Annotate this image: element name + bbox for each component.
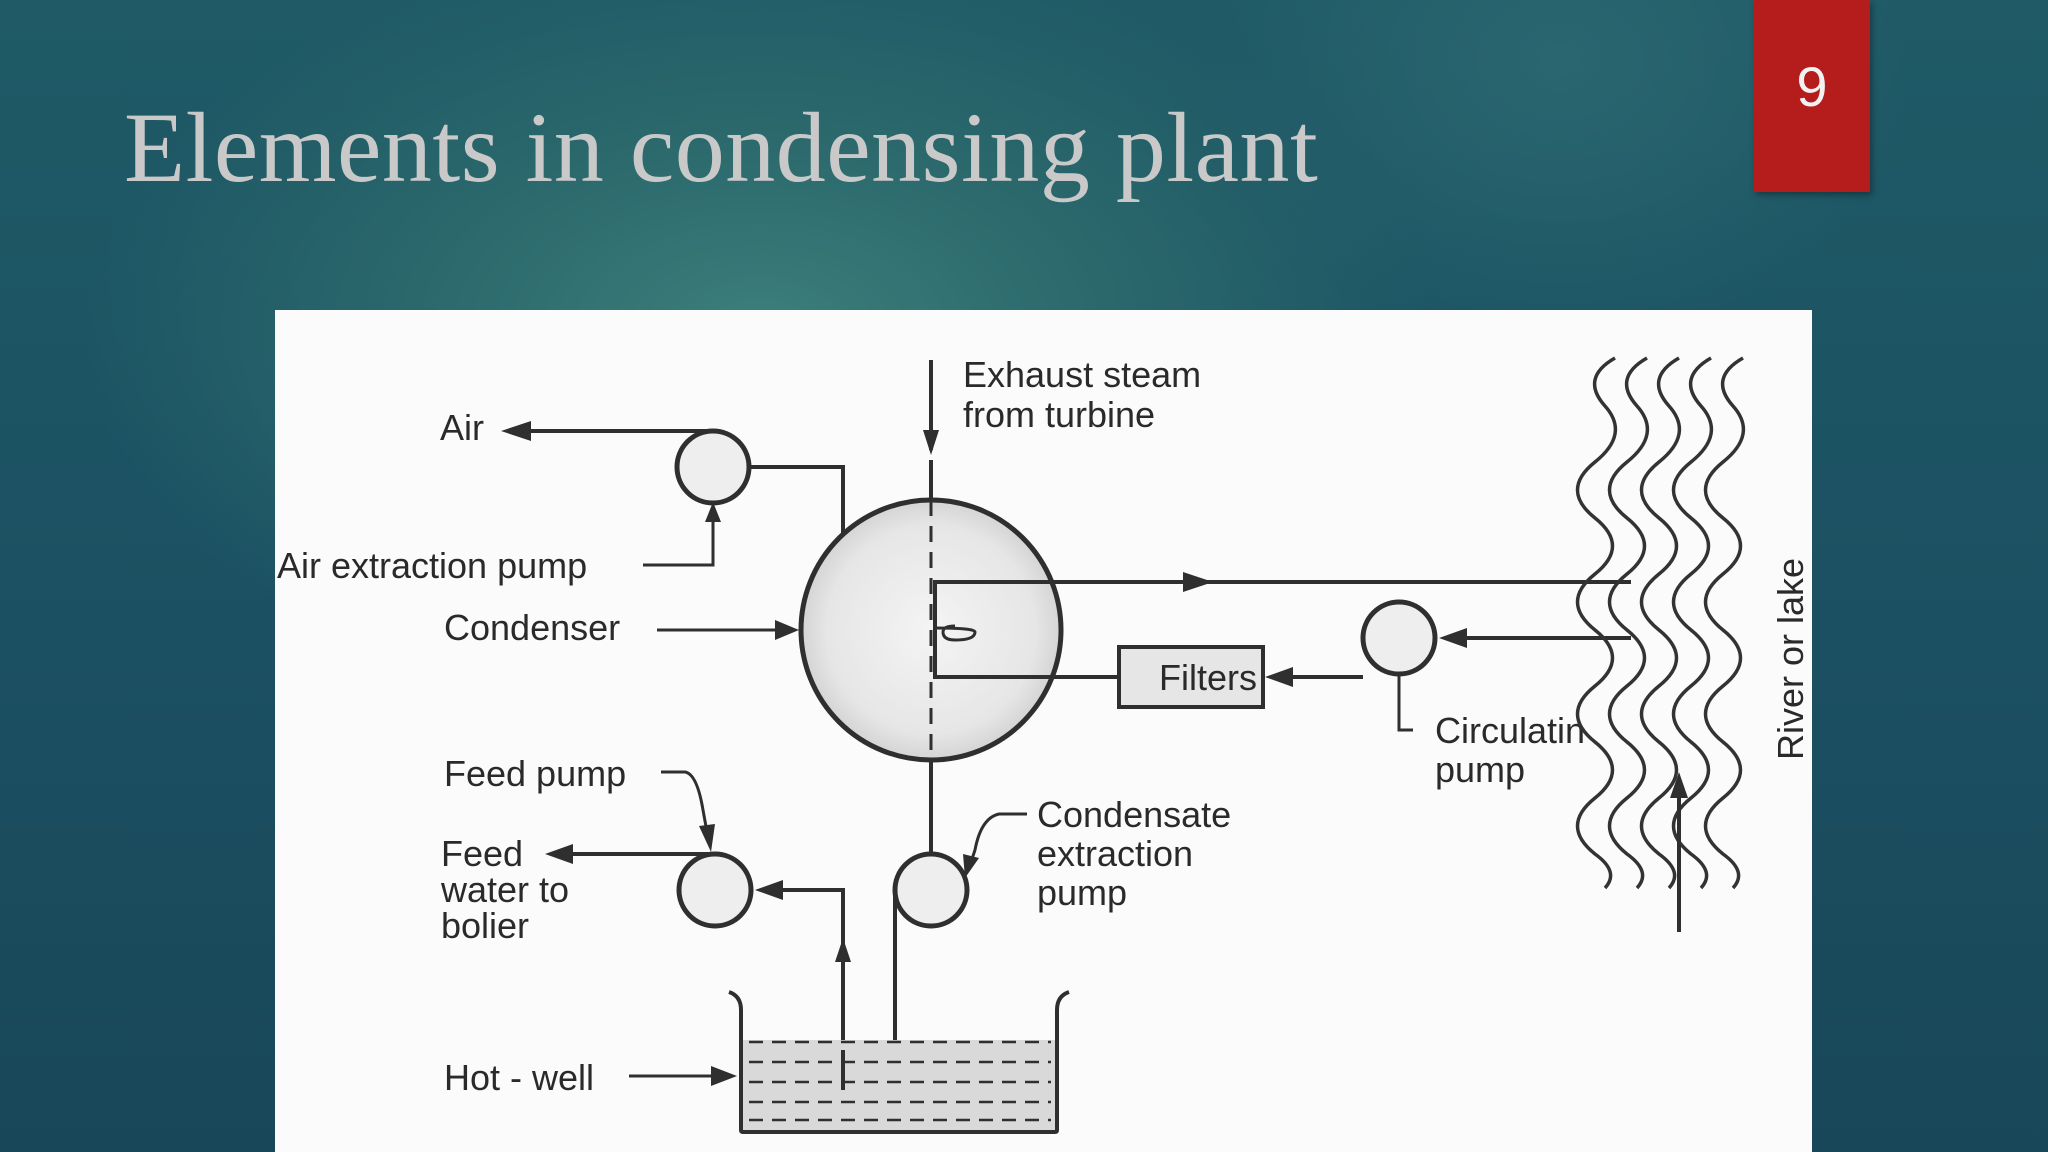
slide-title: Elements in condensing plant: [124, 92, 1319, 203]
feed-pump-label: Feed pump: [444, 753, 626, 794]
feed-water-label-3: bolier: [441, 905, 529, 946]
condenser-label: Condenser: [444, 607, 620, 648]
air-extraction-pump: Air Air extraction pump: [277, 407, 845, 595]
hot-well-label: Hot - well: [444, 1057, 594, 1098]
feed-pump: Feed pump Feed water to bolier: [440, 753, 851, 1088]
condensate-label-1: Condensate: [1037, 794, 1231, 835]
exhaust-steam-label-1: Exhaust steam: [963, 354, 1201, 395]
hot-well: Hot - well: [444, 990, 1070, 1134]
air-label: Air: [440, 407, 484, 448]
circulating-pump: Circulatin pump: [1265, 599, 1631, 790]
filters-label: Filters: [1159, 657, 1257, 698]
river-or-lake-label: River or lake: [1770, 558, 1811, 760]
exhaust-steam-label-2: from turbine: [963, 394, 1155, 435]
condenser: Condenser: [444, 460, 1631, 888]
air-extraction-pump-label: Air extraction pump: [277, 545, 587, 586]
feed-water-label-2: water to: [440, 869, 569, 910]
exhaust-steam-inlet: Exhaust steam from turbine: [923, 354, 1201, 455]
condensate-label-2: extraction: [1037, 833, 1193, 874]
circulating-pump-label-2: pump: [1435, 749, 1525, 790]
river-or-lake: River or lake: [1575, 356, 1811, 932]
condensate-extraction-pump: Condensate extraction pump: [886, 794, 1231, 1120]
diagram-canvas: Exhaust steam from turbine Air Air extra…: [277, 354, 1811, 1134]
slide-number: 9: [1796, 54, 1828, 118]
condensate-label-3: pump: [1037, 872, 1127, 913]
slide-number-badge: 9: [1754, 0, 1870, 192]
circulating-pump-label-1: Circulatin: [1435, 710, 1585, 751]
feed-water-label-1: Feed: [441, 833, 523, 874]
filters: Filters: [1117, 645, 1265, 709]
condensing-plant-diagram: Exhaust steam from turbine Air Air extra…: [275, 310, 1812, 1152]
